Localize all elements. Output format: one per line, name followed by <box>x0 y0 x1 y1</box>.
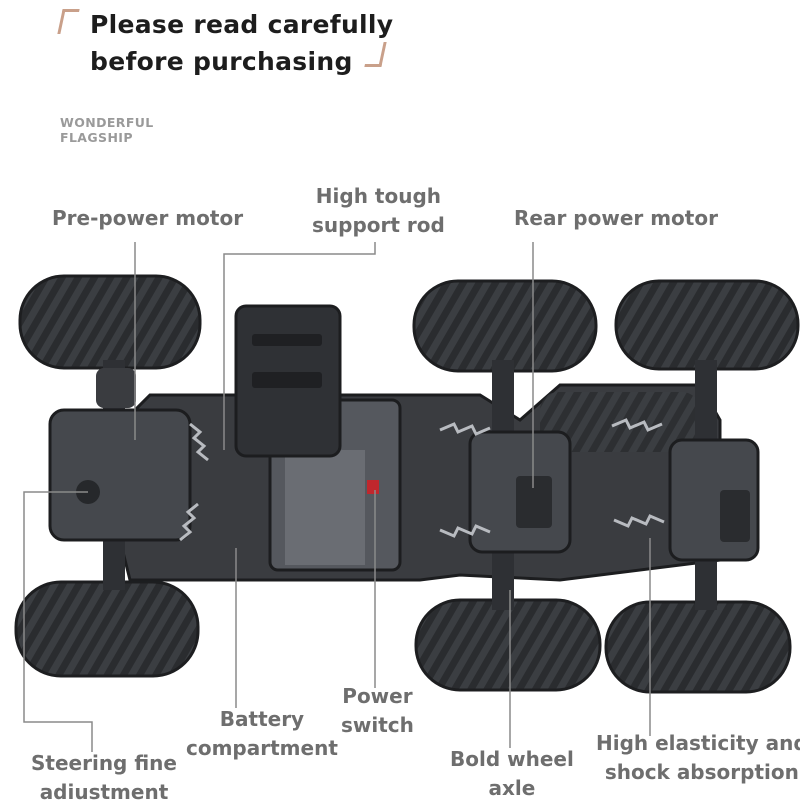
leader-support-rod <box>223 242 376 450</box>
brand-mark: WONDERFUL FLAGSHIP <box>60 115 154 145</box>
callout-leader-lines <box>23 242 651 752</box>
label-shock-absorption: High elasticity and shock absorption <box>596 731 800 784</box>
label-rear-power-motor: Rear power motor <box>514 206 718 230</box>
rear-motor-gearbox <box>468 430 760 562</box>
headline-line-1: Please read carefully <box>90 10 394 39</box>
label-bold-wheel-axle: Bold wheel axle <box>450 747 574 800</box>
label-pre-power-motor: Pre-power motor <box>52 206 244 230</box>
tire-rear-left <box>614 279 800 371</box>
label-steering-fine-adjustment: Steering fine adiustment <box>31 751 177 804</box>
label-battery-compartment: Battery compartment <box>186 707 338 760</box>
page-headline: Please read carefully before purchasing <box>90 6 393 80</box>
brand-line-2: FLAGSHIP <box>60 130 133 145</box>
front-motor-housing <box>48 368 192 542</box>
headline-line-2: before purchasing <box>90 47 353 76</box>
tire-rear-right <box>604 600 792 694</box>
tire-front-right <box>14 580 200 678</box>
battery-cover <box>234 304 342 458</box>
power-switch <box>367 480 379 494</box>
tire-front-left <box>18 274 202 370</box>
shock-springs <box>179 418 665 542</box>
label-support-rod: High tough support rod <box>312 184 445 237</box>
tire-middle-left <box>412 279 598 373</box>
brand-line-1: WONDERFUL <box>60 115 154 130</box>
leader-steering <box>23 491 93 752</box>
tire-middle-right <box>414 598 602 692</box>
label-power-switch: Power switch <box>341 684 414 737</box>
chassis-frame <box>118 383 722 582</box>
